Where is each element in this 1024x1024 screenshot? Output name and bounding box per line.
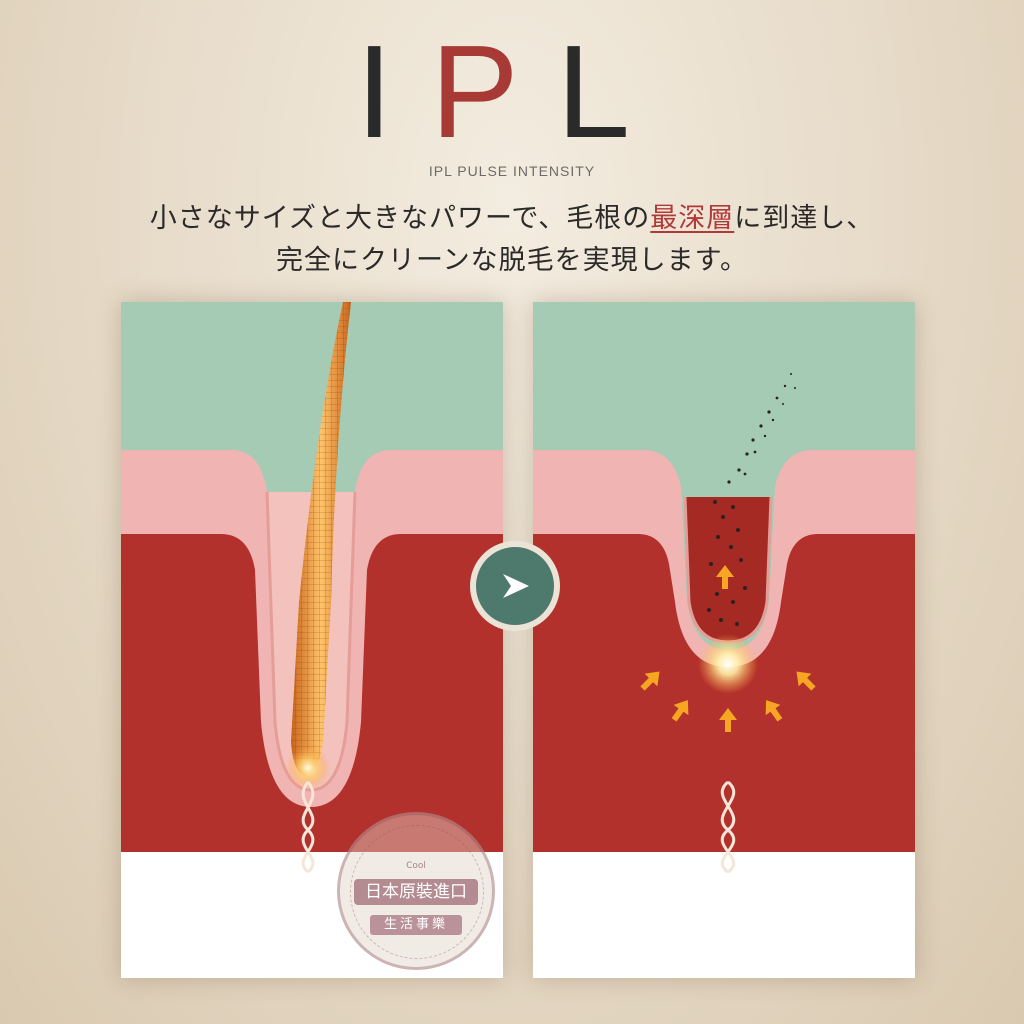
after-illustration (533, 302, 915, 978)
stamp-small-text: Cool (406, 861, 426, 871)
title-letter-l: L (556, 18, 669, 165)
title-letter-p: P (430, 18, 557, 165)
title-letter-i: I (355, 18, 431, 165)
subtitle: IPL PULSE INTENSITY (428, 163, 596, 179)
after-panel (533, 302, 915, 978)
next-arrow-button[interactable] (470, 541, 560, 631)
description-line-1: 小さなサイズと大きなパワーで、毛根の最深層に到達し、 (0, 196, 1024, 235)
description-line-1b: に到達し、 (734, 203, 875, 234)
stamp-top-text: 日本原裝進口 (354, 879, 478, 905)
description-line-1a: 小さなサイズと大きなパワーで、毛根の (149, 203, 651, 234)
description-highlight: 最深層 (650, 203, 735, 234)
dermis (121, 534, 503, 852)
root-glow (286, 746, 330, 790)
watermark-stamp: Cool 日本原裝進口 生活事樂 (337, 812, 495, 970)
base (533, 852, 915, 978)
stamp-bottom-text: 生活事樂 (370, 915, 462, 935)
play-arrow-icon (503, 574, 529, 598)
description-line-2: 完全にクリーンな脱毛を実現します。 (276, 245, 748, 276)
title: I P L (0, 22, 1024, 162)
energy-flash (698, 634, 758, 694)
